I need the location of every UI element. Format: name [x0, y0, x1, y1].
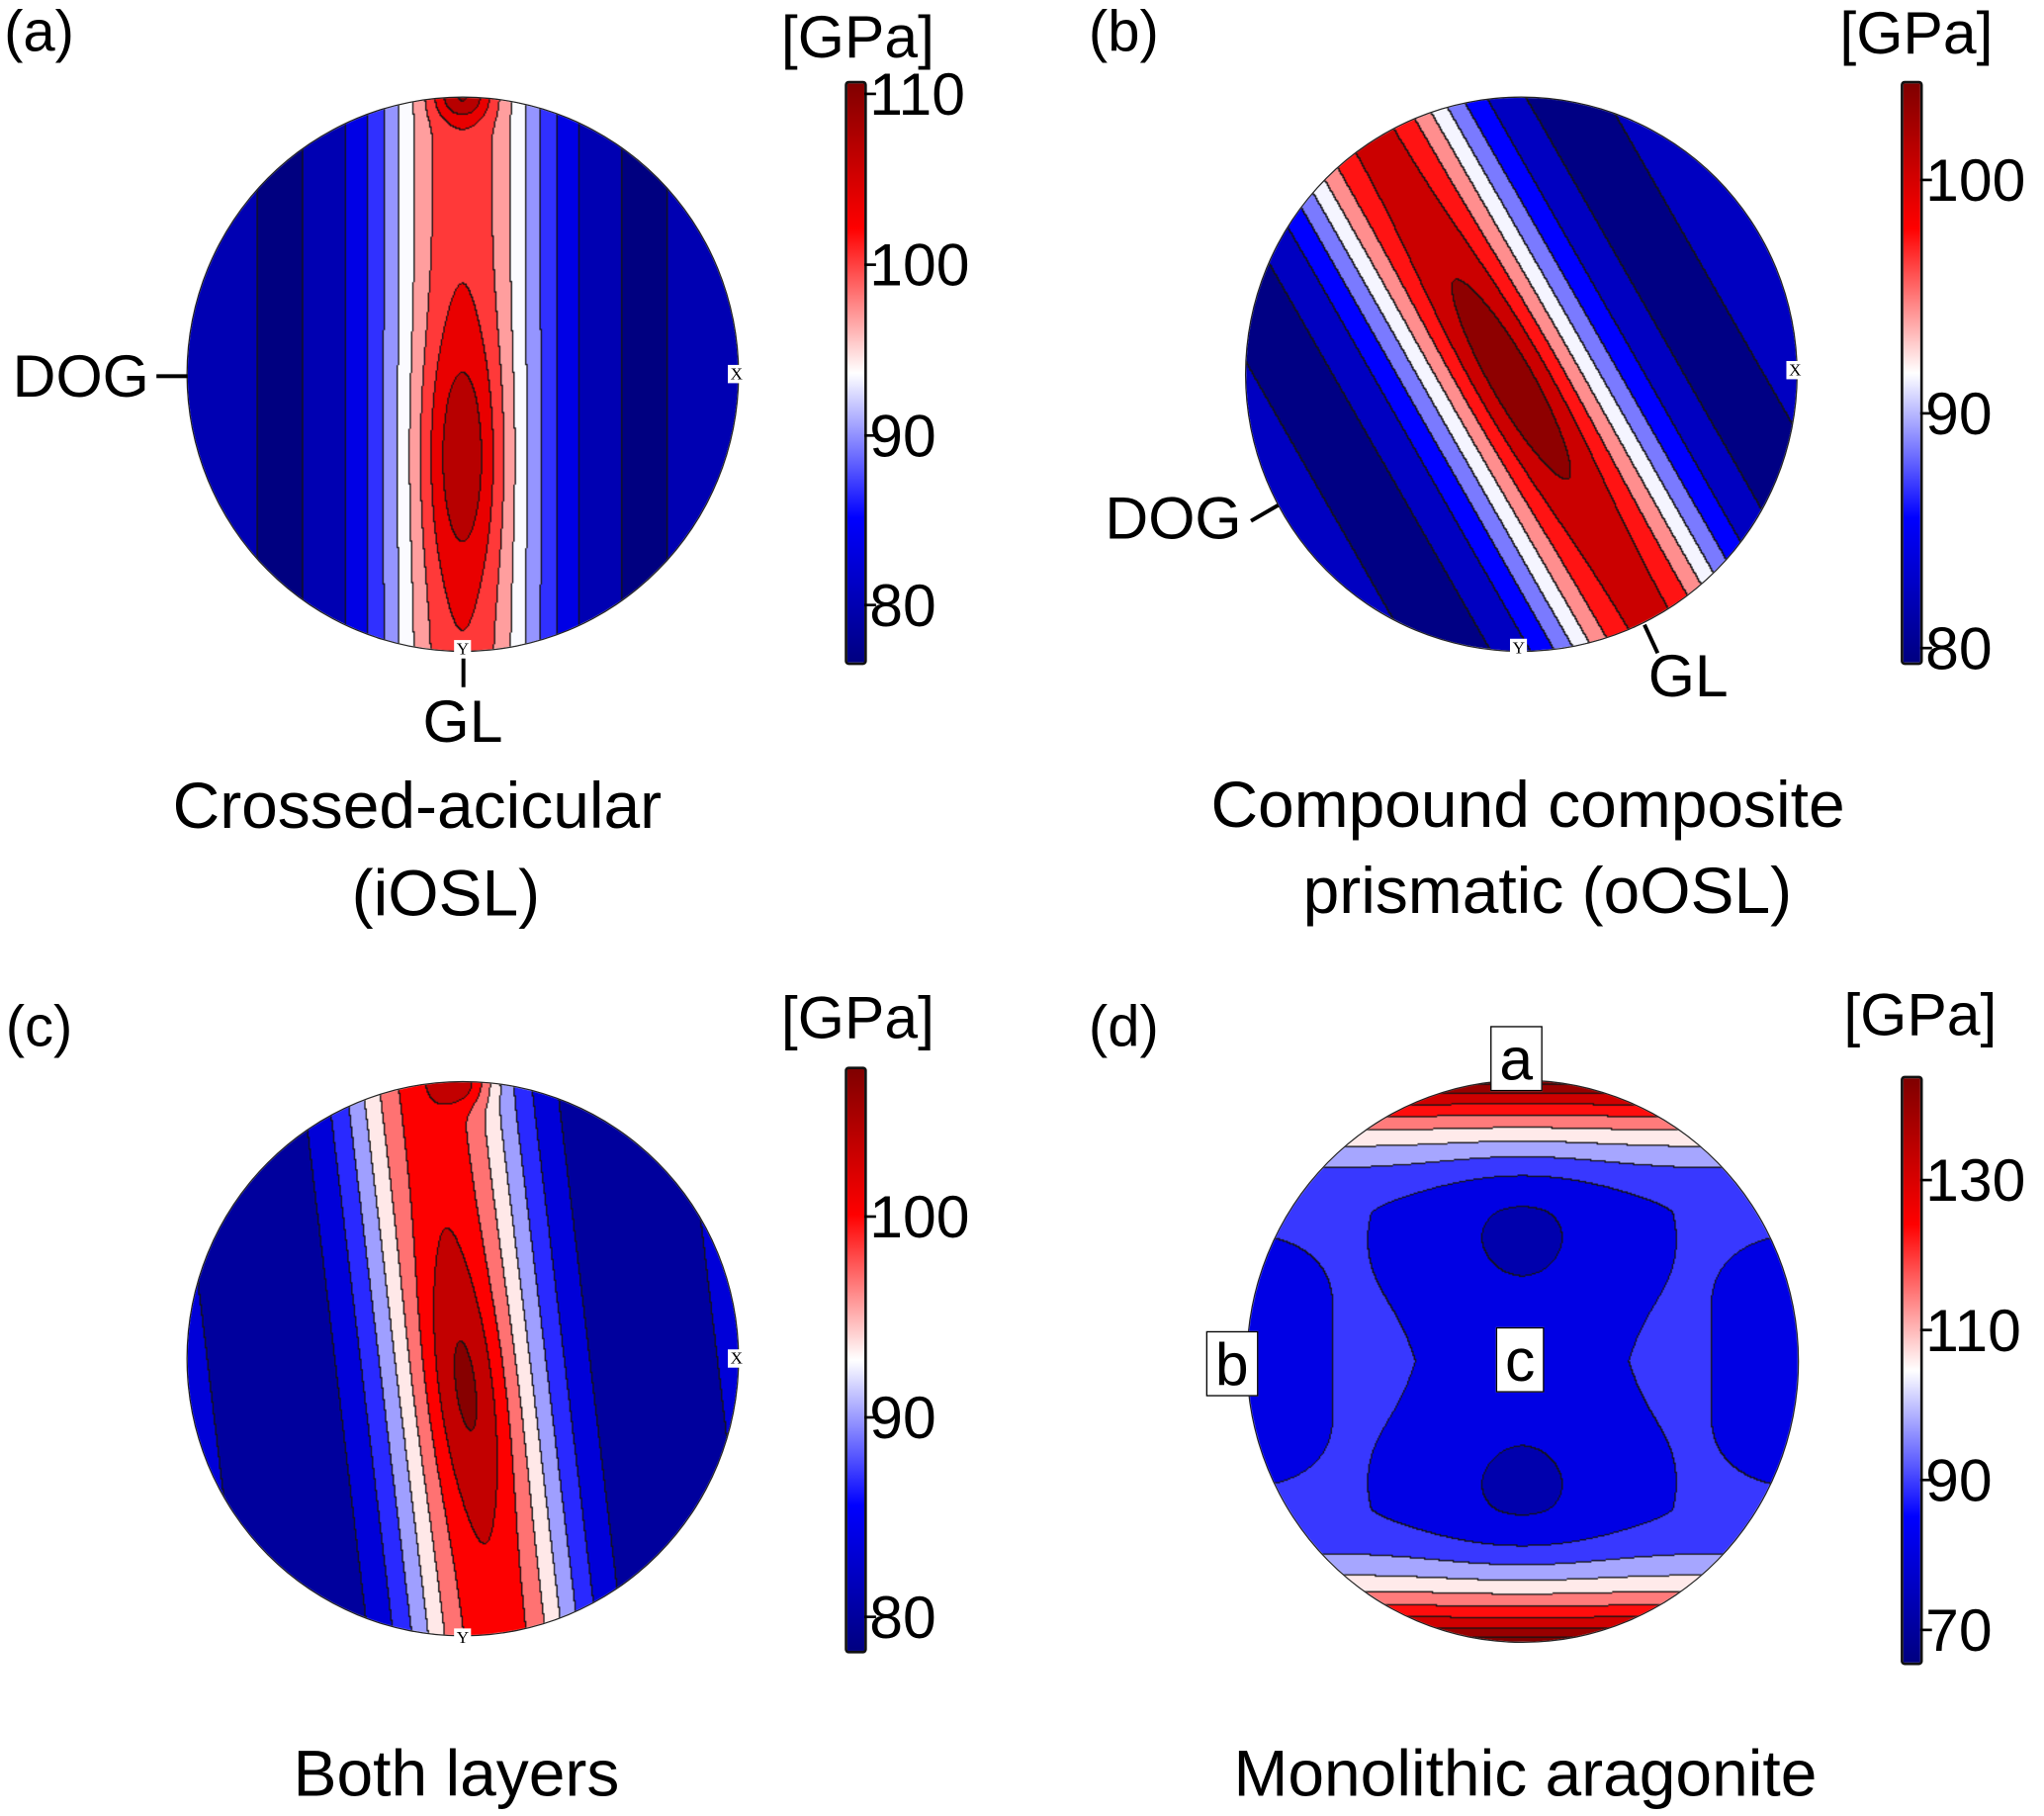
- colorbar-tick: [864, 1215, 876, 1219]
- colorbar-unit: [GPa]: [1843, 980, 1998, 1048]
- gl-label: GL: [1647, 641, 1729, 710]
- contour-plot: [186, 96, 740, 653]
- colorbar-tick-label: 80: [1925, 614, 1993, 682]
- y-axis-marker: Y: [1509, 638, 1528, 658]
- panel-label: (a): [4, 0, 74, 64]
- panel-title-line1: Compound composite: [1210, 768, 1845, 842]
- colorbar: [1901, 80, 1923, 666]
- contour-plot: [186, 1080, 740, 1637]
- colorbar-tick: [864, 603, 876, 607]
- colorbar-tick-label: 90: [869, 401, 936, 470]
- gl-leader-line: [461, 658, 466, 687]
- colorbar: [844, 1066, 867, 1654]
- colorbar-unit: [GPa]: [780, 982, 934, 1051]
- contour-canvas: [1246, 97, 1797, 651]
- panel-title-line2: prismatic (oOSL): [1302, 854, 1793, 928]
- colorbar-tick-label: 100: [869, 230, 970, 299]
- colorbar-tick: [1919, 1478, 1932, 1482]
- colorbar-tick-label: 90: [1925, 1445, 1993, 1514]
- dog-label: DOG: [12, 341, 149, 409]
- colorbar-tick-label: 110: [1925, 1296, 2021, 1364]
- direction-box-b: b: [1205, 1330, 1258, 1398]
- panel-title-line1: Crossed-acicular: [172, 769, 663, 843]
- colorbar-tick-label: 100: [1925, 145, 2026, 214]
- y-axis-marker: Y: [454, 639, 472, 659]
- colorbar-tick: [864, 1415, 876, 1419]
- x-axis-marker: X: [1786, 360, 1805, 380]
- colorbar-tick: [864, 1615, 876, 1619]
- colorbar-tick-label: 90: [1925, 380, 1993, 448]
- y-axis-marker: Y: [454, 1627, 472, 1648]
- panel-label: (c): [5, 994, 73, 1059]
- colorbar-tick: [864, 433, 876, 437]
- gl-label: GL: [422, 686, 503, 756]
- colorbar-tick-label: 80: [869, 571, 936, 640]
- colorbar-tick: [1919, 1328, 1932, 1331]
- colorbar: [1901, 1075, 1923, 1666]
- colorbar-tick-label: 90: [869, 1383, 936, 1451]
- contour-canvas: [187, 1082, 739, 1636]
- panel-label: (b): [1088, 0, 1159, 64]
- direction-box-c: c: [1495, 1326, 1545, 1394]
- dog-leader-line: [156, 374, 188, 379]
- colorbar-tick-label: 130: [1925, 1145, 2026, 1215]
- colorbar-tick-label: 70: [1925, 1595, 1993, 1665]
- panel-title: Monolithic aragonite: [1233, 1736, 1818, 1810]
- panel-title: Both layers: [293, 1736, 620, 1810]
- contour-canvas: [187, 97, 739, 651]
- panel-title-line2: (iOSL): [351, 857, 541, 930]
- colorbar-tick: [864, 93, 876, 96]
- panel-label: (d): [1088, 994, 1159, 1059]
- dog-leader-line: [1250, 503, 1280, 523]
- dog-label: DOG: [1105, 484, 1242, 552]
- colorbar-tick: [1919, 178, 1932, 181]
- colorbar-unit: [GPa]: [1839, 0, 1994, 67]
- colorbar: [844, 80, 867, 666]
- colorbar-tick-label: 100: [869, 1182, 970, 1251]
- colorbar-tick: [1919, 1178, 1932, 1182]
- direction-box-a: a: [1490, 1026, 1543, 1092]
- colorbar-tick: [1919, 1628, 1932, 1632]
- colorbar-tick: [1919, 412, 1932, 415]
- colorbar-tick-label: 80: [869, 1583, 936, 1652]
- x-axis-marker: X: [728, 1348, 746, 1369]
- colorbar-tick: [864, 263, 876, 266]
- colorbar-unit: [GPa]: [780, 2, 934, 71]
- colorbar-tick-label: 110: [869, 60, 965, 129]
- x-axis-marker: X: [728, 364, 746, 384]
- contour-plot: [1244, 96, 1798, 653]
- colorbar-tick: [1919, 647, 1932, 651]
